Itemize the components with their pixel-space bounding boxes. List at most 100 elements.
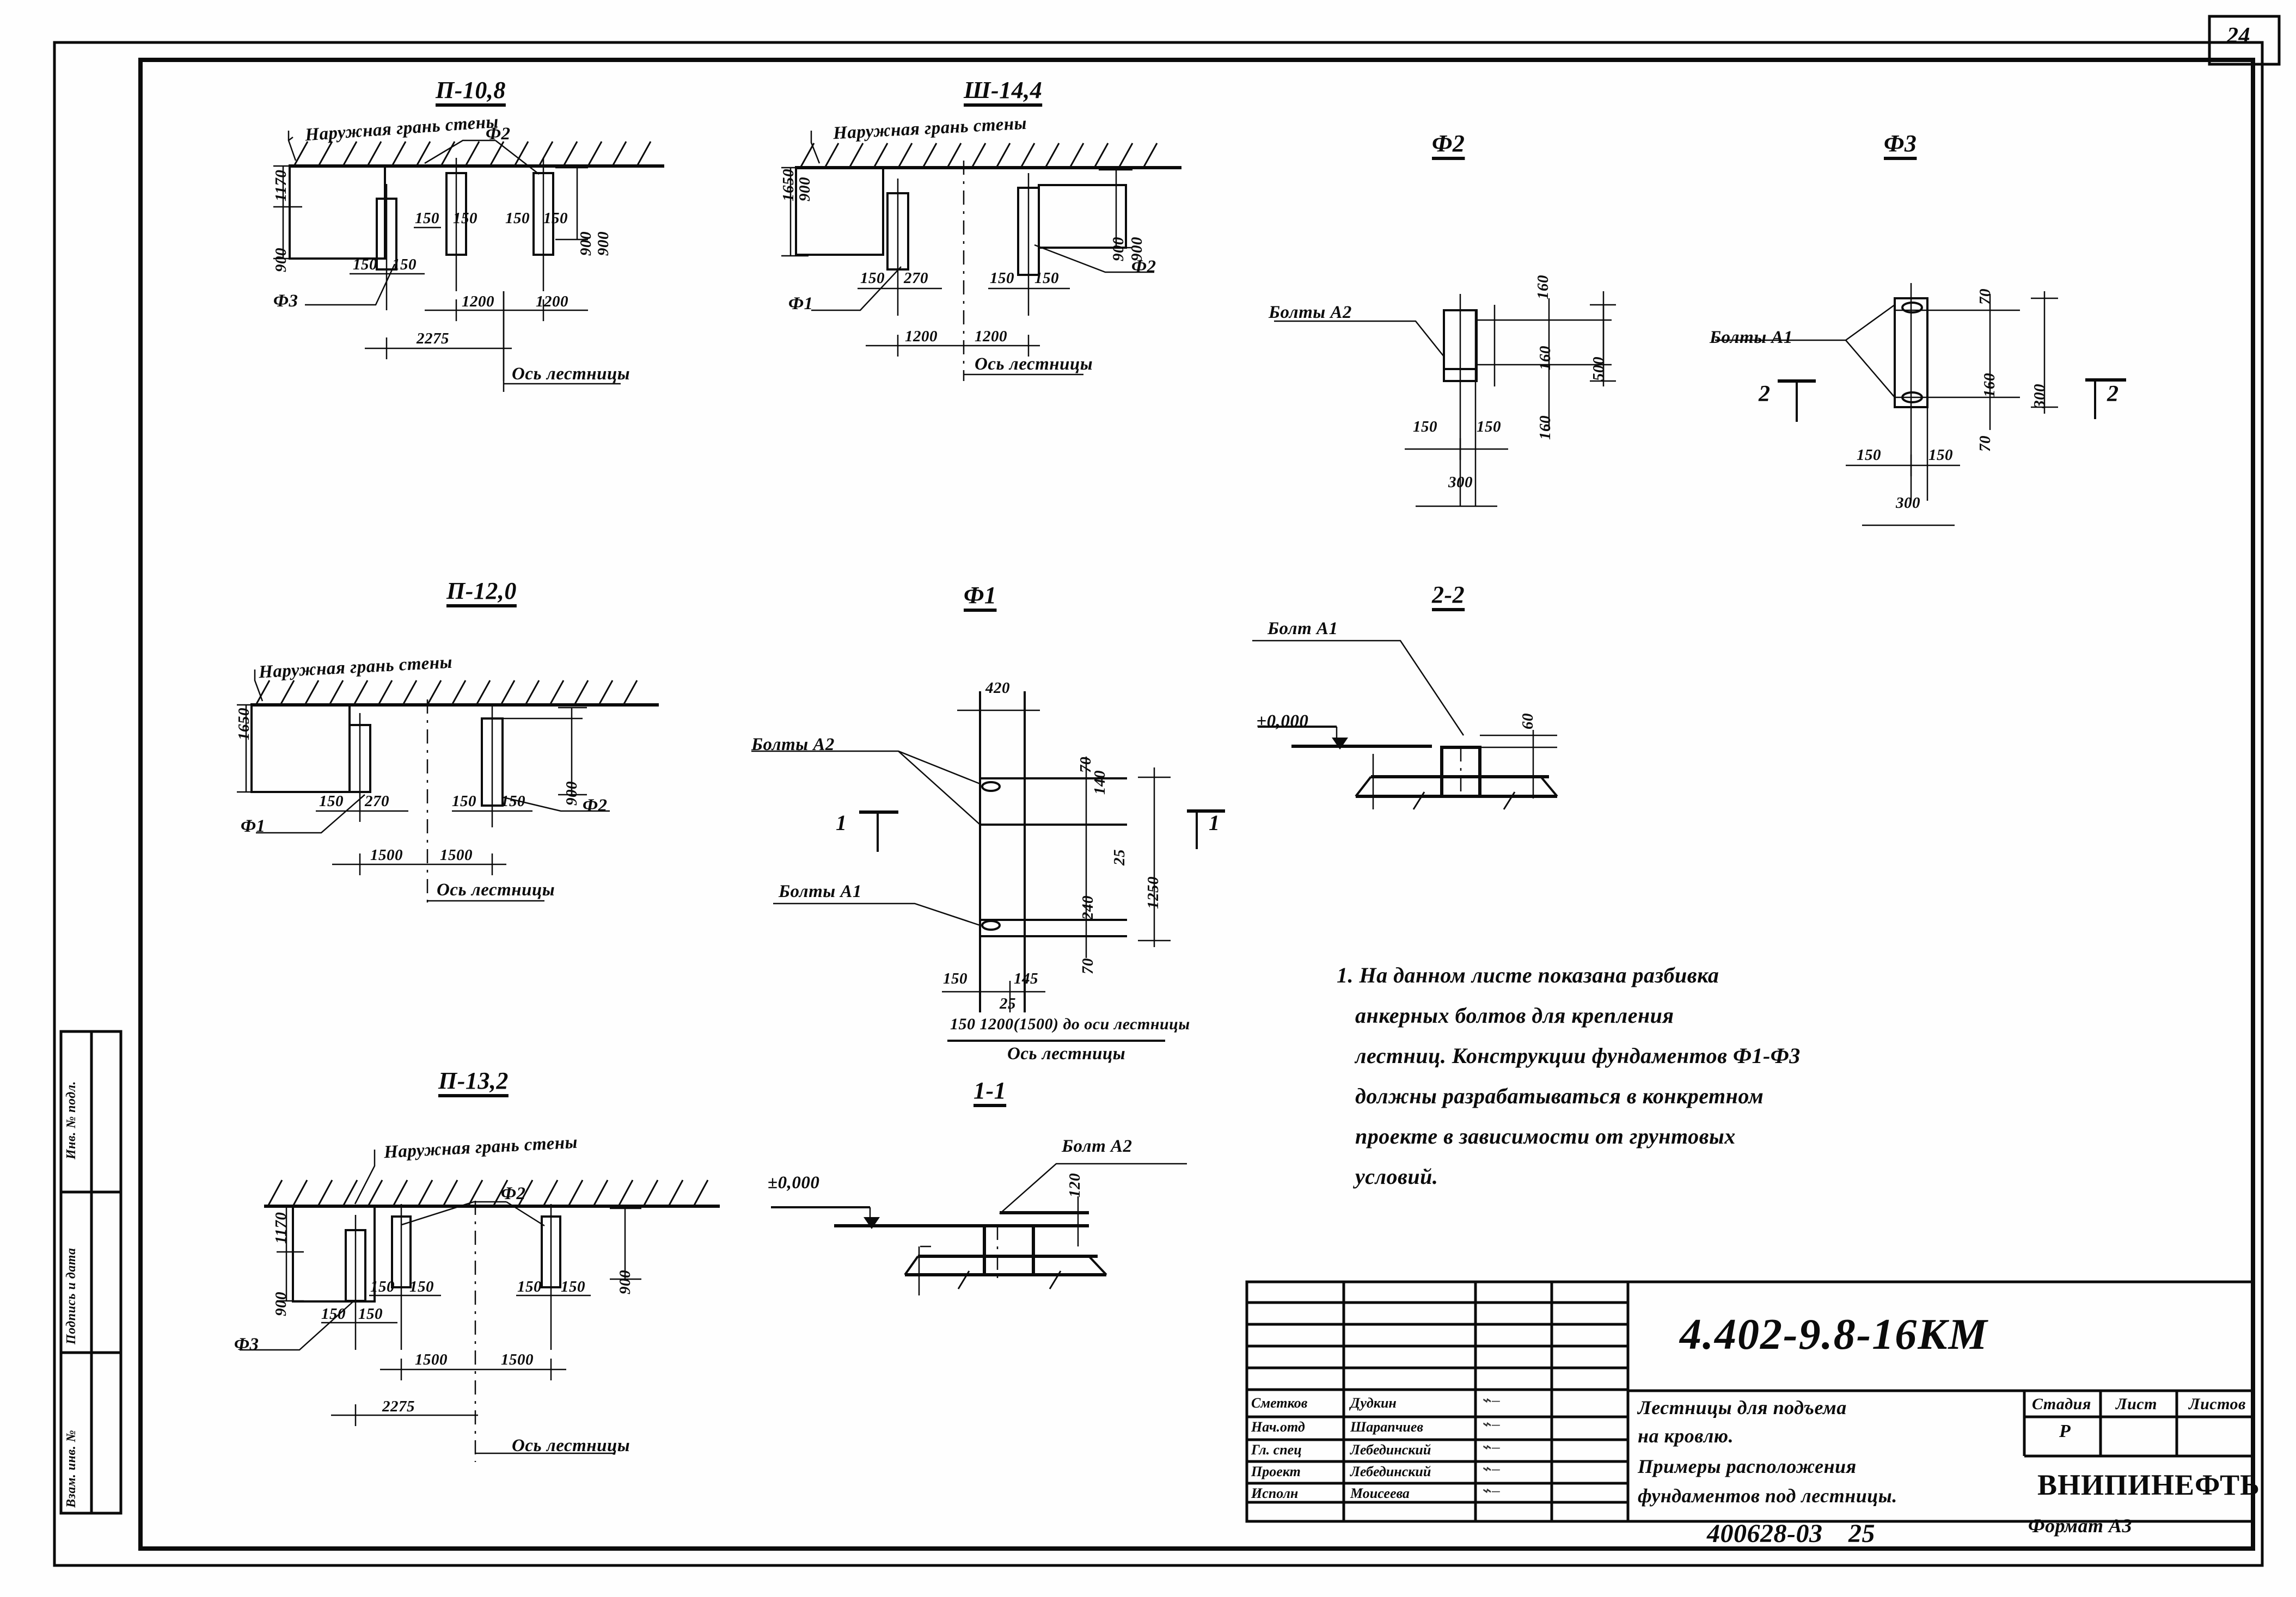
dim-h-150-d: 150 bbox=[453, 210, 477, 227]
view-title: Ф3 bbox=[1884, 130, 1917, 157]
signature-3: ⌁⎯ bbox=[1481, 1460, 1499, 1478]
dim-vertical-900b: 900 bbox=[577, 231, 595, 256]
dim-vertical-900b: 900 bbox=[1110, 237, 1127, 261]
dim-300: 300 bbox=[1896, 494, 1920, 512]
role-name-1: Шарапчиев bbox=[1350, 1419, 1423, 1435]
callout-f2: Ф2 bbox=[486, 124, 511, 144]
dim-h-1500-b: 1500 bbox=[440, 846, 473, 864]
axis-label: Ось лестницы bbox=[512, 1436, 630, 1455]
dim-h-2275: 2275 bbox=[382, 1398, 415, 1415]
dim-h-150-a: 150 bbox=[860, 269, 885, 287]
dim-h-150-e: 150 bbox=[517, 1278, 542, 1295]
dim-h-150-c: 150 bbox=[501, 793, 525, 810]
archive-page-number: 25 bbox=[1848, 1519, 1875, 1548]
dim-h-1500-b: 1500 bbox=[501, 1351, 534, 1368]
dim-150: 150 bbox=[943, 970, 968, 987]
dim-160: 160 bbox=[1981, 373, 1998, 397]
stage-header-stadia: Стадия bbox=[2032, 1395, 2091, 1413]
dim-vertical-900c: 900 bbox=[595, 231, 612, 256]
bolt-label: Болт А2 bbox=[1062, 1137, 1132, 1156]
drawing-title-line3: Примеры расположения bbox=[1638, 1455, 1857, 1477]
dim-h-1200-a: 1200 bbox=[462, 293, 494, 310]
signature-1: ⌁⎯ bbox=[1481, 1415, 1499, 1433]
signature-0: ⌁⎯ bbox=[1481, 1391, 1499, 1409]
axis-label: Ось лестницы bbox=[512, 364, 630, 384]
view-title: Ф2 bbox=[1432, 130, 1465, 157]
dim-h-150-a: 150 bbox=[321, 1305, 346, 1323]
view-p-10-8: П-10,8 Наружная грань стены bbox=[207, 76, 697, 523]
dim-h-150-f: 150 bbox=[543, 210, 568, 227]
dim-h-150-a: 150 bbox=[319, 793, 344, 810]
drawing-title-line2: на кровлю. bbox=[1638, 1425, 1734, 1447]
dim-h-150-f: 150 bbox=[561, 1278, 585, 1295]
dim-vertical-900: 900 bbox=[563, 781, 580, 806]
stage-value: Р bbox=[2059, 1421, 2071, 1441]
axis-label: Ось лестницы bbox=[975, 354, 1093, 374]
dim-70-b: 70 bbox=[1976, 435, 1994, 452]
dim-vertical-1650: 1650 bbox=[235, 708, 253, 740]
callout-f3: Ф3 bbox=[273, 291, 298, 311]
note-line-6: условий. bbox=[1355, 1164, 1438, 1189]
bolt-label: Болт А1 bbox=[1268, 619, 1338, 638]
dim-160-b: 160 bbox=[1536, 346, 1554, 370]
view-geometry bbox=[1252, 640, 1558, 810]
view-p-13-2: П-13,2 Наружная грань стены bbox=[234, 1067, 751, 1519]
view-p-12-0: П-12,0 Наружная грань стены bbox=[234, 577, 724, 1012]
view-geometry bbox=[781, 131, 1181, 381]
view-geometry bbox=[237, 669, 659, 909]
dim-h-150-b: 150 bbox=[990, 269, 1014, 287]
margin-field-inv: Инв. № подл. bbox=[64, 1081, 78, 1159]
note-line-3: лестниц. Конструкции фундаментов Ф1-Ф3 bbox=[1355, 1043, 1801, 1068]
dim-420: 420 bbox=[985, 679, 1010, 697]
margin-field-vzam: Взам. инв. № bbox=[64, 1429, 78, 1508]
view-title: 2-2 bbox=[1432, 581, 1465, 608]
view-title: П-12,0 bbox=[446, 578, 517, 604]
dim-70-b: 70 bbox=[1079, 958, 1097, 974]
dim-500: 500 bbox=[1590, 357, 1607, 381]
view-section-2-2: 2-2 Болт А1 ±0,000 bbox=[1252, 574, 1742, 879]
role-label-1: Нач.отд bbox=[1251, 1419, 1305, 1435]
section-mark-left: 1 bbox=[836, 810, 847, 835]
callout-f2: Ф2 bbox=[583, 796, 608, 815]
dim-h-1500-a: 1500 bbox=[370, 846, 403, 864]
stage-header-listov: Листов bbox=[2189, 1395, 2246, 1413]
role-label-4: Исполн bbox=[1251, 1485, 1299, 1501]
dim-60: 60 bbox=[1519, 713, 1536, 729]
dim-vertical-900a: 900 bbox=[272, 1292, 290, 1316]
view-title: П-13,2 bbox=[438, 1067, 509, 1094]
signature-2: ⌁⎯ bbox=[1481, 1438, 1499, 1456]
dim-h-1200-b: 1200 bbox=[536, 293, 568, 310]
section-mark-right: 1 bbox=[1209, 810, 1220, 835]
axis-label: Ось лестницы bbox=[437, 880, 555, 900]
dim-140: 140 bbox=[1091, 770, 1109, 795]
view-title: Ф1 bbox=[964, 582, 997, 609]
dim-h-150-b: 150 bbox=[358, 1305, 383, 1323]
drawing-title-line1: Лестницы для подъема bbox=[1638, 1397, 1847, 1418]
view-geometry bbox=[771, 1163, 1187, 1295]
drawing-title-line4: фундаментов под лестницы. bbox=[1638, 1485, 1897, 1507]
dim-h-1500-a: 1500 bbox=[415, 1351, 448, 1368]
dim-h-2275: 2275 bbox=[417, 330, 449, 347]
dim-h-270: 270 bbox=[904, 269, 928, 287]
dim-h-270: 270 bbox=[365, 793, 389, 810]
dim-25: 25 bbox=[1111, 849, 1128, 865]
role-name-0: Дудкин bbox=[1350, 1395, 1397, 1411]
bolt-label: Болты А2 bbox=[1269, 303, 1352, 322]
level-mark: ±0,000 bbox=[768, 1173, 820, 1193]
dim-120: 120 bbox=[1066, 1173, 1083, 1197]
role-label-3: Проект bbox=[1251, 1464, 1301, 1479]
note-line-2: анкерных болтов для крепления bbox=[1355, 1003, 1674, 1028]
dim-160-c: 160 bbox=[1536, 415, 1554, 440]
page-number: 24 bbox=[2227, 23, 2250, 48]
view-geometry bbox=[751, 691, 1225, 1042]
section-mark-left: 2 bbox=[1759, 382, 1771, 407]
dim-h-150-b: 150 bbox=[392, 256, 417, 273]
callout-f3: Ф3 bbox=[234, 1335, 259, 1354]
section-mark-right: 2 bbox=[2107, 382, 2119, 407]
dim-vertical-900a: 900 bbox=[272, 248, 290, 272]
margin-field-signature: Подпись и дата bbox=[64, 1248, 78, 1345]
drawing-number: 4.402-9.8-16КМ bbox=[1680, 1311, 1988, 1359]
format-note: Формат А3 bbox=[2028, 1515, 2132, 1537]
dim-300: 300 bbox=[1448, 474, 1473, 491]
view-geometry bbox=[240, 1150, 720, 1462]
